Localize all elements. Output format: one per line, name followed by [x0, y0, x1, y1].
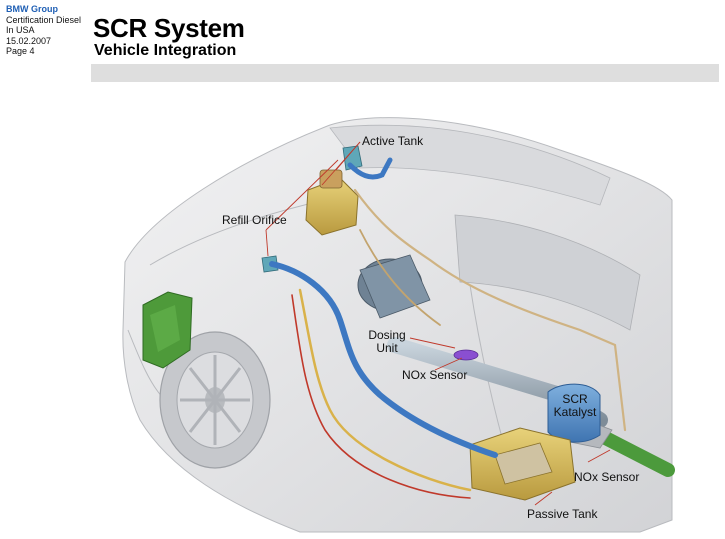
label-passive-tank: Passive Tank [527, 507, 598, 521]
label-dosing-unit-line2: Unit [376, 341, 398, 355]
dosing-unit [453, 349, 479, 361]
label-refill-orifice: Refill Orifice [222, 213, 287, 227]
urea-supply-line [269, 261, 498, 458]
label-scr-line1: SCR [562, 392, 588, 406]
page-title: SCR System [93, 13, 245, 43]
leader-lines [265, 141, 611, 506]
label-nox-sensor-lower: NOx Sensor [574, 470, 640, 484]
label-nox-sensor-upper: NOx Sensor [402, 368, 468, 382]
passive-tank [469, 427, 576, 501]
doc-date: 15.02.2007 [6, 35, 52, 46]
page-number: Page 4 [6, 46, 35, 56]
doc-line-2: In USA [6, 25, 35, 35]
front-wheel [159, 331, 271, 469]
document-meta: BMW Group Certification Diesel In USA 15… [6, 4, 90, 57]
label-scr-line2: Katalyst [553, 405, 597, 419]
active-tank [305, 145, 393, 236]
header-band [91, 64, 719, 82]
doc-line-1: Certification Diesel [6, 14, 82, 25]
label-scr-katalyst: SCR Katalyst [551, 393, 599, 419]
org-name: BMW Group [6, 4, 58, 14]
page-subtitle: Vehicle Integration [94, 42, 237, 59]
label-dosing-unit: Dosing Unit [366, 329, 408, 355]
label-active-tank: Active Tank [362, 134, 424, 148]
wiring-harness [291, 188, 627, 499]
label-dosing-unit-line1: Dosing [368, 328, 406, 342]
control-unit [142, 291, 193, 369]
